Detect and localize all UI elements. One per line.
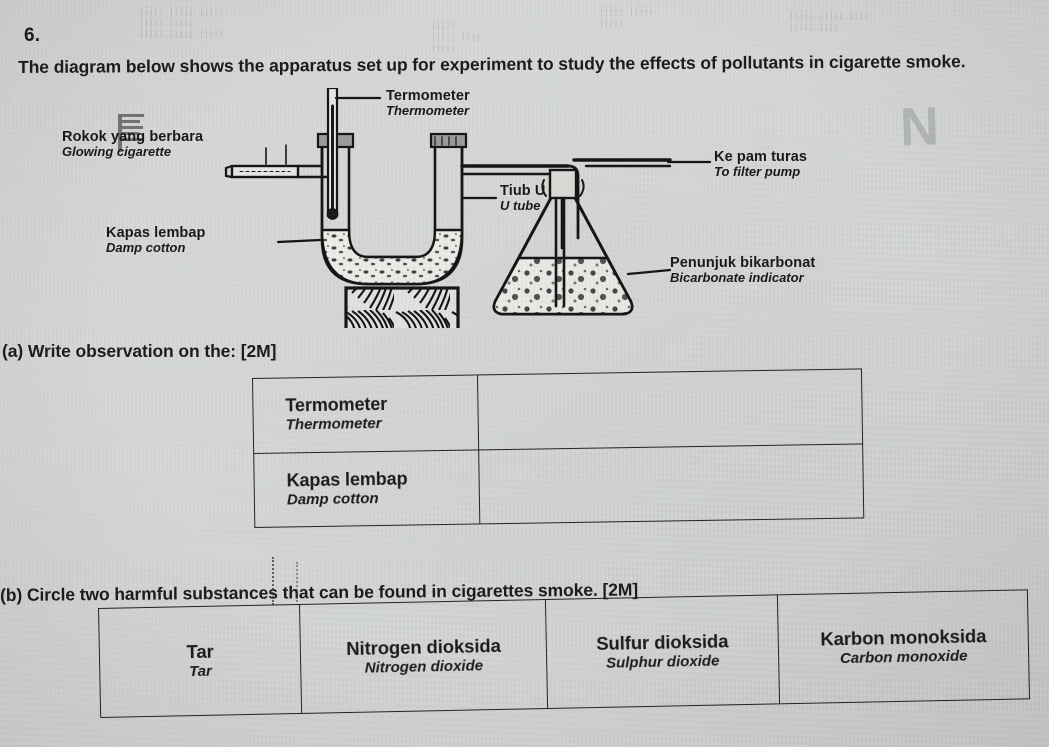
substance-label-en: Sulphur dioxide	[605, 652, 720, 672]
substance-option-sulphur-dioxide[interactable]: Sulfur dioksida Sulphur dioxide	[545, 594, 780, 709]
substance-option-carbon-monoxide[interactable]: Karbon monoksida Carbon monoxide	[777, 589, 1030, 704]
diagram-label-glowing-cigarette-en: Glowing cigarette	[62, 144, 172, 160]
diagram-label-thermometer: Termometer Thermometer	[386, 88, 470, 119]
thermometer-icon	[326, 88, 339, 220]
wooden-block-icon	[344, 286, 460, 328]
table-row: Kapas lembap Damp cotton	[253, 443, 864, 528]
diagram-label-glowing-cigarette-ms: Rokok yang berbara	[62, 129, 204, 145]
diagram-label-filter-pump-ms: Ke pam turas	[714, 149, 808, 165]
observation-row-label-damp-cotton: Kapas lembap Damp cotton	[253, 449, 481, 528]
damp-cotton-fill	[320, 228, 464, 286]
observation-answer-cell-thermometer[interactable]	[477, 368, 863, 450]
substance-label-en: Tar	[188, 662, 213, 680]
observation-row-label-thermometer: Termometer Thermometer	[252, 374, 479, 453]
diagram-label-bicarbonate-indicator: Penunjuk bikarbonat Bicarbonate indicato…	[670, 255, 816, 286]
observation-label-en: Damp cotton	[286, 489, 379, 509]
substance-label-en: Nitrogen dioxide	[364, 656, 484, 677]
question-number: 6.	[24, 25, 41, 46]
observation-answer-cell-damp-cotton[interactable]	[478, 443, 864, 524]
diagram-label-filter-pump: Ke pam turas To filter pump	[714, 149, 808, 180]
leader-damp-cotton	[276, 238, 322, 244]
table-row: Tar Tar Nitrogen dioksida Nitrogen dioxi…	[98, 589, 1030, 718]
diagram-label-thermometer-ms: Termometer	[386, 88, 470, 104]
diagram-label-glowing-cigarette: Rokok yang berbara Glowing cigarette	[62, 129, 204, 160]
apparatus-diagram: Termometer Thermometer Rokok yang berbar…	[62, 88, 870, 328]
pen-mark-stroke-2	[296, 562, 299, 602]
substance-option-nitrogen-dioxide[interactable]: Nitrogen dioksida Nitrogen dioxide	[299, 599, 548, 714]
diagram-label-damp-cotton-ms: Kapas lembap	[106, 225, 206, 241]
observation-table: Termometer Thermometer Kapas lembap Damp…	[252, 368, 864, 528]
diagram-label-u-tube-en: U tube	[500, 198, 541, 214]
diagram-label-bicarbonate-indicator-en: Bicarbonate indicator	[670, 270, 804, 286]
diagram-label-bicarbonate-indicator-ms: Penunjuk bikarbonat	[670, 255, 816, 271]
observation-label-en: Thermometer	[285, 415, 382, 434]
question-stem: The diagram below shows the apparatus se…	[18, 51, 966, 77]
glowing-cigarette-icon	[224, 144, 300, 179]
table-row: Termometer Thermometer	[252, 368, 863, 453]
page-watermark-letter: N	[898, 96, 941, 158]
diagram-label-thermometer-en: Thermometer	[386, 103, 470, 119]
diagram-label-filter-pump-en: To filter pump	[714, 164, 801, 180]
diagram-label-damp-cotton-en: Damp cotton	[106, 240, 186, 256]
leader-bicarbonate	[626, 268, 672, 276]
printers-scale-mark-icon	[118, 114, 144, 152]
question-part-a-text: (a) Write observation on the: [2M]	[2, 341, 277, 361]
conical-flask-icon	[492, 168, 634, 316]
diagram-label-damp-cotton: Kapas lembap Damp cotton	[106, 225, 206, 256]
pen-mark-stroke-1	[272, 557, 275, 605]
substance-option-tar[interactable]: Tar Tar	[98, 604, 303, 718]
harmful-substances-table: Tar Tar Nitrogen dioksida Nitrogen dioxi…	[98, 589, 1030, 718]
diagram-label-u-tube-ms: Tiub U	[500, 183, 546, 199]
diagram-label-u-tube: Tiub U U tube	[500, 183, 546, 214]
